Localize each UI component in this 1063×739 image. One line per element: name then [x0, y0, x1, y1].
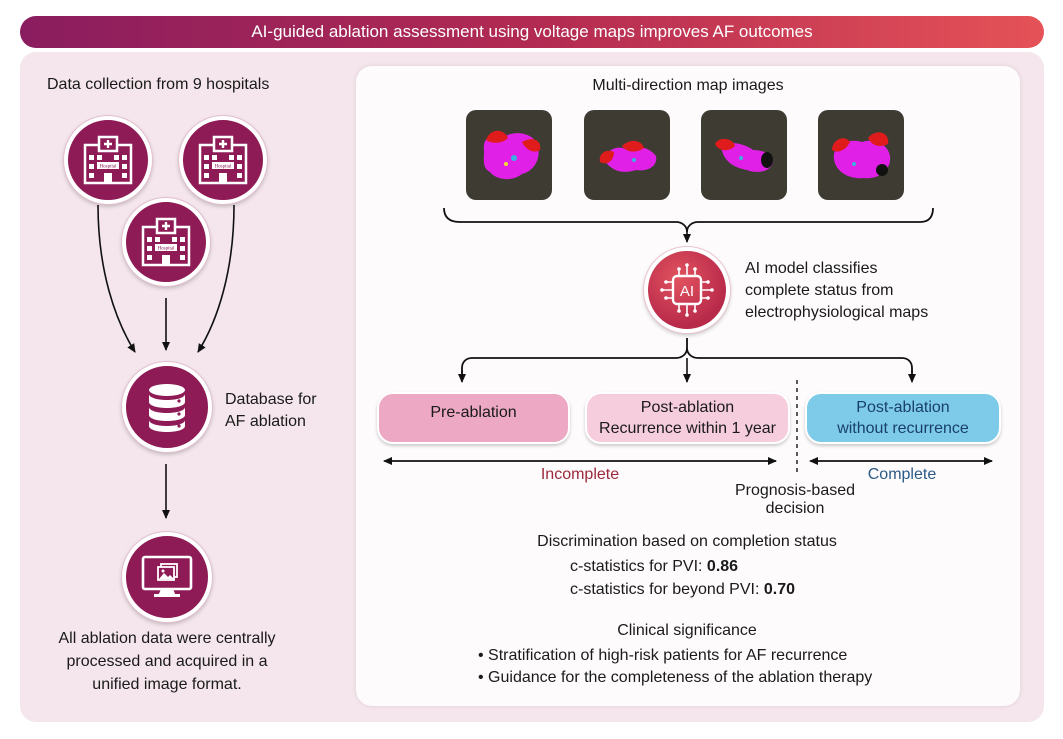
voltage-map-3 — [701, 110, 787, 200]
pre-ablation-label: Pre-ablation — [430, 403, 517, 421]
hospital-icon: Hospital — [83, 135, 133, 185]
cstat-pvi-label: c-statistics for PVI: — [570, 558, 707, 575]
cstat-beyond-label: c-statistics for beyond PVI: — [570, 581, 764, 598]
bullet-1: • Stratification of high-risk patients f… — [478, 647, 848, 664]
discrimination-title: Discrimination based on completion statu… — [537, 533, 837, 550]
prognosis-line-2: decision — [765, 500, 825, 517]
hospital-2: Hospital — [179, 116, 267, 204]
complete-label: Complete — [867, 466, 937, 483]
data-collection-label: Data collection from 9 hospitals — [47, 76, 270, 93]
post-ablation-no-recurrence-box: Post-ablation without recurrence — [805, 392, 1001, 444]
banner-title: AI-guided ablation assessment using volt… — [251, 22, 813, 41]
pre-ablation-box: Pre-ablation — [377, 392, 570, 444]
monitor-image-icon — [141, 555, 193, 597]
bullet-2: • Guidance for the completeness of the a… — [478, 669, 873, 686]
recurrence-sublabel: Recurrence within 1 year — [599, 420, 776, 437]
database-label-2: AF ablation — [225, 413, 306, 430]
header-banner: AI-guided ablation assessment using volt… — [20, 16, 1044, 48]
cstat-pvi: c-statistics for PVI: 0.86 — [570, 556, 738, 578]
ai-line-1: AI model classifies — [745, 260, 878, 277]
prognosis-line-1: Prognosis-based — [734, 482, 856, 499]
voltage-map-1 — [466, 110, 552, 200]
processed-line-3: unified image format. — [92, 676, 242, 693]
incomplete-label: Incomplete — [540, 466, 620, 483]
hospital-icon: Hospital — [141, 217, 191, 267]
voltage-map-4 — [818, 110, 904, 200]
maps-title: Multi-direction map images — [592, 77, 784, 94]
cstat-beyond-value: 0.70 — [763, 581, 795, 598]
ai-model-circle: AI — [644, 247, 730, 333]
database-label-1: Database for — [225, 391, 317, 408]
hospital-sign: Hospital — [215, 165, 233, 170]
ai-chip-icon: AI — [660, 263, 714, 317]
hospital-3: Hospital — [122, 198, 210, 286]
hospital-1: Hospital — [64, 116, 152, 204]
ai-line-3: electrophysiological maps — [745, 304, 929, 321]
cstat-pvi-value: 0.86 — [706, 558, 739, 575]
cstat-beyond: c-statistics for beyond PVI: 0.70 — [570, 579, 795, 601]
voltage-map-2 — [584, 110, 670, 200]
processed-line-1: All ablation data were centrally — [58, 630, 276, 647]
processed-line-2: processed and acquired in a — [66, 653, 268, 670]
ai-line-2: complete status from — [745, 282, 894, 299]
database-icon — [149, 384, 185, 432]
ai-badge: AI — [680, 283, 694, 300]
no-recurrence-sublabel: without recurrence — [837, 420, 969, 437]
hospital-sign: Hospital — [158, 247, 176, 252]
post-ablation-recurrence-box: Post-ablation Recurrence within 1 year — [585, 392, 790, 444]
database-circle — [122, 362, 212, 452]
clinical-title: Clinical significance — [617, 622, 757, 639]
post-ablation-label-2: Post-ablation — [856, 399, 950, 416]
hospital-icon: Hospital — [198, 135, 248, 185]
hospital-sign: Hospital — [100, 165, 118, 170]
monitor-circle — [122, 532, 212, 622]
post-ablation-label: Post-ablation — [640, 399, 735, 416]
